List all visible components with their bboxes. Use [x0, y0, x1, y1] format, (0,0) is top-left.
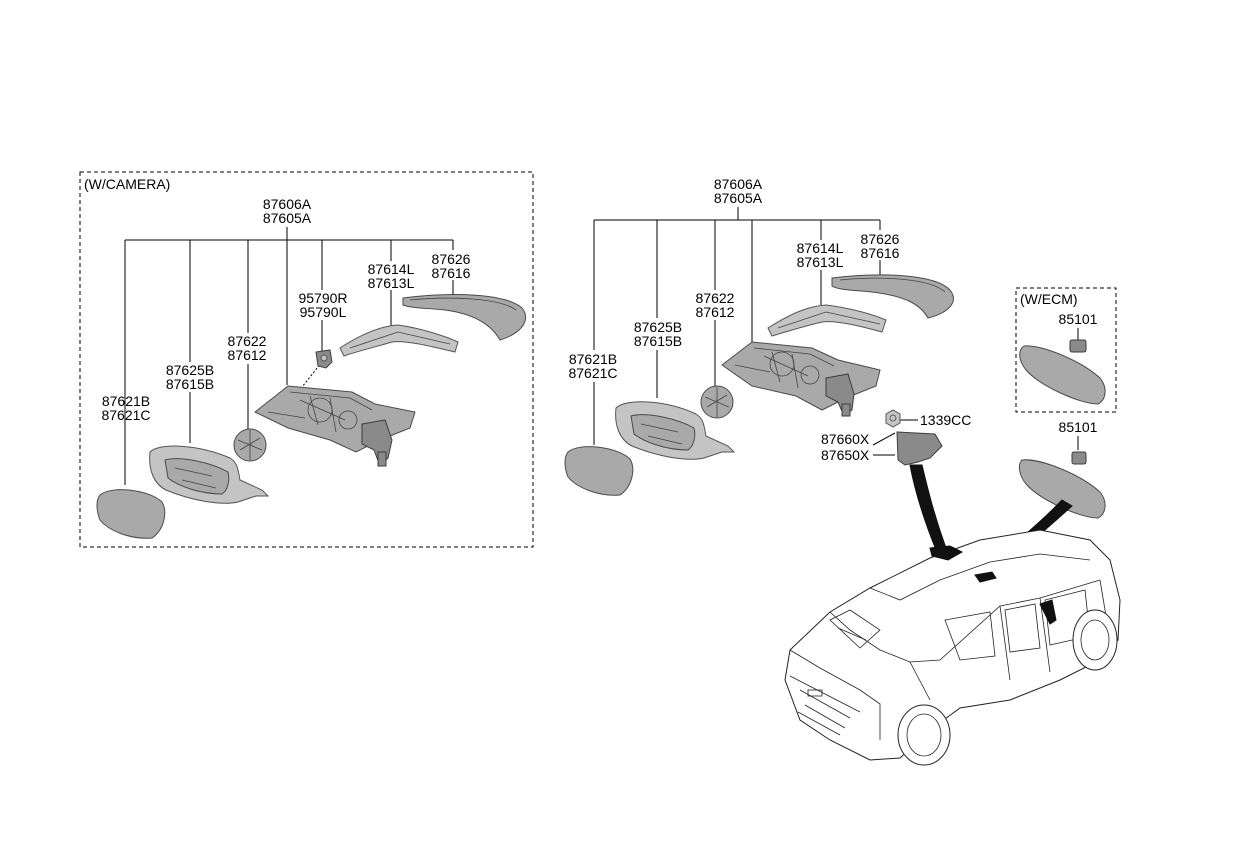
std-mirror-body-part: [721, 341, 881, 417]
camera-assembly-label-1: 87606A: [263, 196, 312, 212]
std-leader-lines: [593, 207, 918, 456]
std-side-lamp-part: [767, 304, 887, 337]
std-base-cover-label-1: 87660X: [821, 431, 870, 447]
camera-label-2: 95790L: [300, 304, 347, 320]
std-housing-label-2: 87615B: [634, 333, 682, 349]
std-side-lamp-label-2: 87613L: [797, 254, 844, 270]
std-actuator-label-1: 87622: [696, 290, 735, 306]
inside-mirror-part: [1018, 451, 1106, 519]
camera-glass-label-1: 87621B: [102, 393, 150, 409]
camera-leader-lines: [124, 227, 454, 485]
vehicle-illustration: [784, 529, 1121, 766]
camera-group-title: (W/CAMERA): [84, 176, 170, 192]
std-actuator-part: [700, 385, 734, 419]
std-nut-part: [885, 409, 901, 428]
ecm-inside-mirror-part: [1019, 339, 1106, 405]
camera-group-frame: [79, 171, 534, 548]
camera-housing-part: [149, 445, 270, 504]
std-base-cover-part: [896, 431, 943, 466]
camera-actuator-label-1: 87622: [228, 333, 267, 349]
camera-side-lamp-part: [339, 324, 459, 357]
camera-side-lamp-label-2: 87613L: [368, 275, 415, 291]
camera-cover-label-1: 87626: [432, 251, 471, 267]
ecm-group-frame: [1015, 287, 1117, 413]
camera-label-1: 95790R: [298, 290, 347, 306]
std-glass-label-1: 87621B: [569, 351, 617, 367]
camera-side-lamp-label-1: 87614L: [368, 261, 415, 277]
std-cover-label-2: 87616: [861, 245, 900, 261]
std-assembly-label-2: 87605A: [714, 190, 763, 206]
std-housing-part: [615, 401, 736, 460]
inside-mirror-label: 85101: [1059, 419, 1098, 435]
camera-cover-label-2: 87616: [432, 265, 471, 281]
ecm-group-title: (W/ECM): [1020, 291, 1078, 307]
std-cover-part: [831, 274, 954, 319]
camera-assembly-label-2: 87605A: [263, 210, 312, 226]
std-side-lamp-label-1: 87614L: [797, 240, 844, 256]
camera-actuator-label-2: 87612: [228, 347, 267, 363]
ecm-mirror-label: 85101: [1059, 311, 1098, 327]
camera-cover-part: [402, 294, 526, 341]
std-cover-label-1: 87626: [861, 231, 900, 247]
camera-mirror-body-part: [254, 385, 416, 467]
camera-housing-label-1: 87625B: [166, 362, 214, 378]
std-glass-part: [564, 446, 634, 496]
std-base-cover-label-2: 87650X: [821, 447, 870, 463]
std-assembly-label-1: 87606A: [714, 176, 763, 192]
std-housing-label-1: 87625B: [634, 319, 682, 335]
camera-glass-label-2: 87621C: [101, 407, 150, 423]
std-glass-label-2: 87621C: [568, 365, 617, 381]
camera-glass-part: [96, 489, 166, 539]
std-nut-label: 1339CC: [920, 412, 971, 428]
camera-actuator-part: [233, 428, 267, 462]
camera-housing-label-2: 87615B: [166, 376, 214, 392]
std-actuator-label-2: 87612: [696, 304, 735, 320]
camera-camera-part: [315, 349, 333, 369]
